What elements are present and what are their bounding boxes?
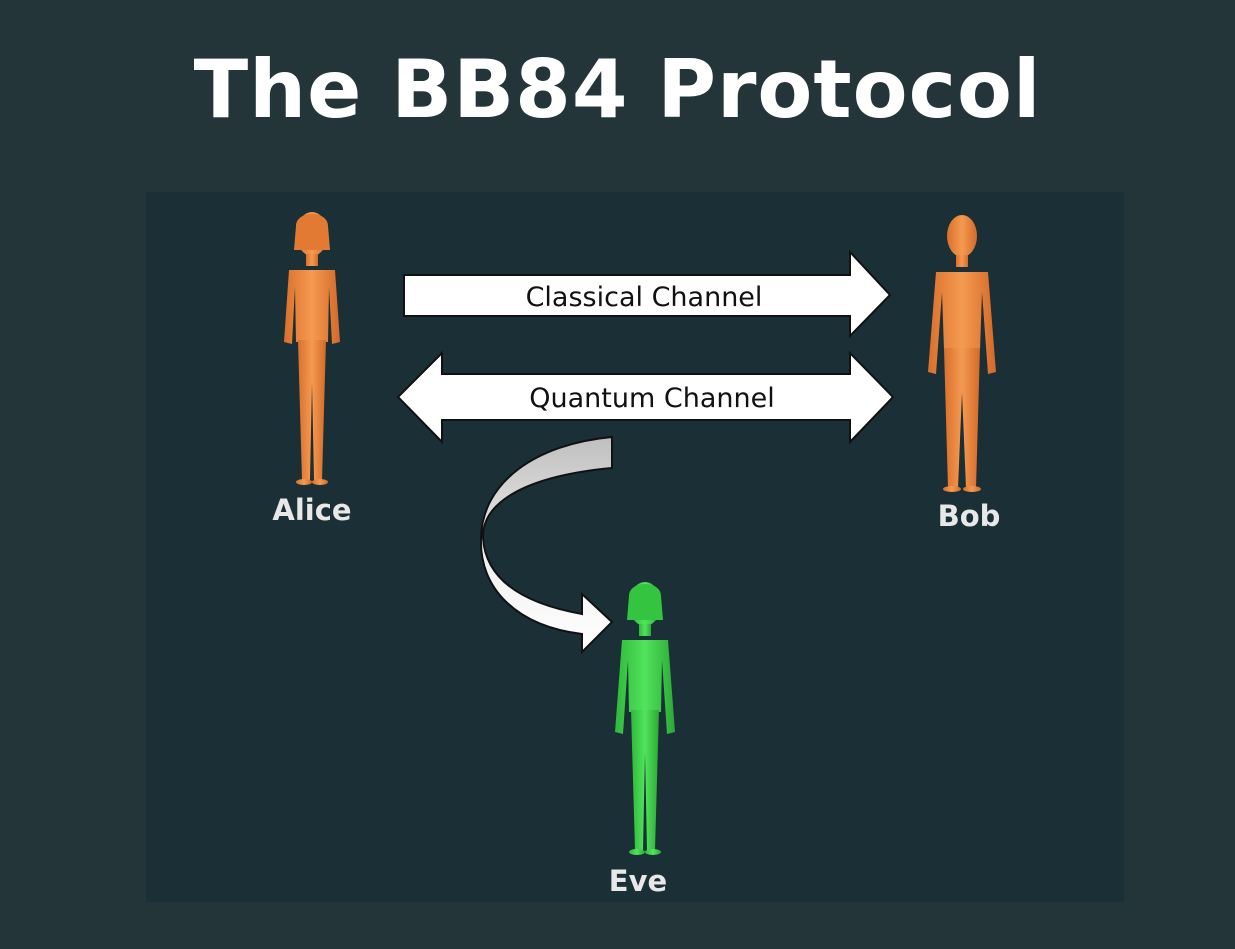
eve-figure xyxy=(615,582,675,855)
interception-arrow xyxy=(479,435,614,655)
quantum-arrow-shape xyxy=(396,350,895,445)
eve-label: Eve xyxy=(609,864,667,898)
classical-channel-label: Classical Channel xyxy=(526,282,763,313)
person-female-icon xyxy=(284,212,340,485)
bob-label: Bob xyxy=(938,499,1001,533)
quantum-channel-label: Quantum Channel xyxy=(529,383,774,414)
person-female-icon xyxy=(615,582,675,855)
classical-arrow-shape xyxy=(403,249,892,339)
diagram-panel: Classical Channel Quantum Channel xyxy=(146,192,1124,902)
alice-figure xyxy=(284,212,340,485)
alice-label: Alice xyxy=(272,493,351,527)
bb84-diagram: Classical Channel Quantum Channel xyxy=(272,212,1001,898)
bob-figure xyxy=(928,215,996,492)
classical-channel-arrow: Classical Channel xyxy=(403,249,892,339)
slide-title: The BB84 Protocol xyxy=(193,43,1042,136)
quantum-channel-arrow: Quantum Channel xyxy=(396,350,895,445)
person-male-icon xyxy=(928,215,996,492)
